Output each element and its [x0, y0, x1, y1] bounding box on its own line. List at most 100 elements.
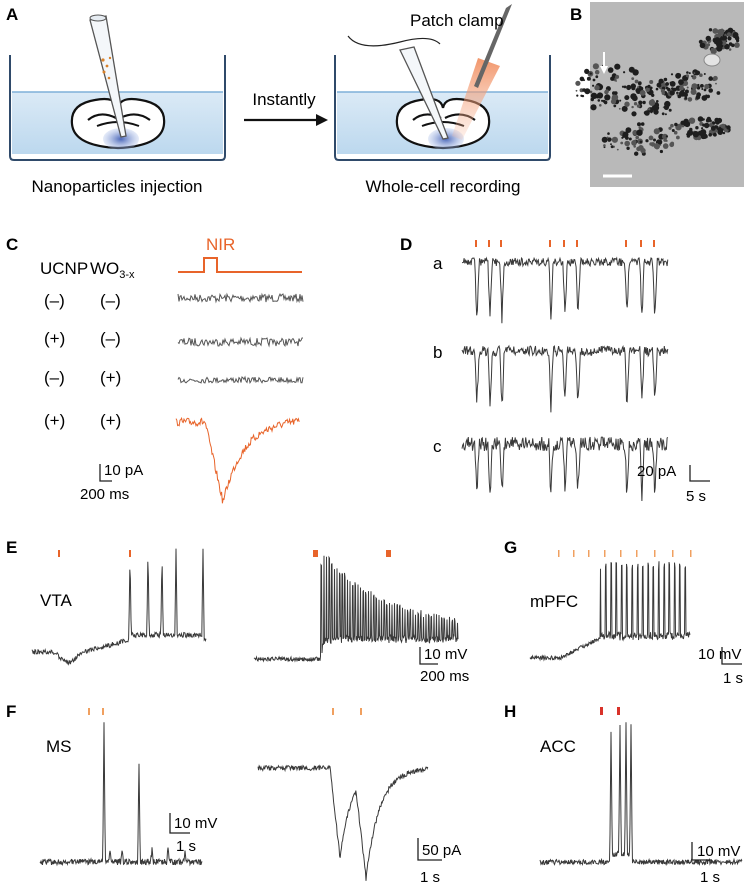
trace-c-1	[177, 292, 304, 304]
nanoparticle-dot	[727, 36, 732, 41]
trace-c-3	[177, 375, 304, 385]
nanoparticle-dot	[701, 95, 708, 101]
nanoparticle-dot	[634, 151, 639, 156]
stim-tick	[617, 707, 620, 715]
nanoparticle-dot	[700, 84, 704, 88]
trace-f-1	[39, 722, 203, 867]
panel-letter-d: D	[400, 235, 412, 254]
nanoparticle-dot	[648, 99, 656, 106]
nanoparticle-dot	[595, 75, 599, 79]
nanoparticle-dot	[610, 143, 612, 146]
nanoparticle-dot	[610, 99, 617, 105]
trace-d-c	[461, 436, 669, 502]
row3-ucnp: (–)	[44, 368, 65, 387]
nanoparticle-dot	[656, 100, 659, 103]
nanoparticle-dot	[649, 142, 653, 146]
nanoparticle-dot	[614, 91, 618, 95]
nanoparticle-dot	[590, 104, 597, 111]
nanoparticle-dot	[685, 74, 690, 78]
nanoparticle-dot	[645, 87, 650, 92]
panel-letter-h: H	[504, 702, 516, 721]
nanoparticle-dot	[706, 94, 710, 99]
patch-clamp-label: Patch clamp	[410, 11, 504, 30]
panel-b: B	[570, 2, 744, 187]
nanoparticle-dot	[691, 75, 697, 80]
nanoparticle-dot	[650, 111, 653, 114]
left-caption: Nanoparticles injection	[31, 177, 202, 196]
nanoparticle-dot	[619, 99, 622, 102]
stim-tick	[620, 550, 622, 557]
nanoparticle-dot	[625, 127, 632, 133]
scale-y-f1: 10 mV	[174, 815, 217, 832]
nanoparticle-dot	[603, 100, 608, 105]
nanoparticle-dot	[659, 149, 664, 154]
nanoparticle-dot	[592, 78, 596, 82]
nanoparticle-dot	[693, 72, 696, 74]
nanoparticle-dot	[690, 89, 697, 95]
nanoparticle-dot	[705, 45, 709, 48]
nanoparticle-dot	[718, 28, 725, 35]
nanoparticle-dot	[705, 118, 710, 123]
nanoparticle-dot	[586, 76, 591, 81]
trace-c-4	[175, 416, 300, 504]
nir-label: NIR	[206, 235, 235, 254]
nanoparticle-dot	[731, 43, 735, 48]
nanoparticle-dot	[713, 75, 718, 81]
nanoparticle-dot	[726, 125, 731, 130]
svg-text:WO3-x: WO3-x	[90, 259, 135, 281]
nanoparticle-dot	[722, 35, 728, 41]
nanoparticle-dot	[626, 146, 630, 150]
stim-tick	[102, 708, 104, 715]
row1-wo3: (–)	[100, 291, 121, 310]
nanoparticle-dot	[678, 90, 686, 97]
scale-bar-d	[689, 465, 710, 482]
stim-tick	[600, 707, 603, 715]
nanoparticle-dot	[618, 107, 621, 110]
row3-wo3: (+)	[100, 368, 121, 387]
panel-letter-e: E	[6, 538, 17, 557]
nanoparticle-dot	[717, 126, 724, 133]
stim-tick	[563, 240, 565, 247]
nanoparticle-dot	[672, 87, 677, 92]
nanoparticle-dot	[716, 45, 723, 52]
scale-x-f1: 1 s	[176, 838, 196, 855]
panel-h: H ACC 10 mV 1 s	[504, 702, 743, 886]
right-caption: Whole-cell recording	[366, 177, 521, 196]
stim-tick	[58, 550, 60, 557]
nanoparticle-dot	[604, 89, 609, 94]
nanoparticle-dot	[655, 87, 659, 91]
nanoparticle-dot	[656, 82, 662, 88]
nanoparticle-dot	[624, 95, 630, 101]
nanoparticle-dot	[607, 67, 614, 73]
nanoparticle-dot	[669, 142, 675, 148]
nanoparticle-dot	[575, 80, 581, 86]
nanoparticle-dot	[625, 143, 627, 146]
trace-e-2	[253, 555, 459, 663]
nanoparticle-dot	[615, 74, 620, 79]
nanoparticle-dot	[695, 95, 701, 100]
nanoparticle-dot	[681, 124, 685, 128]
row4-wo3: (+)	[100, 411, 121, 430]
nanoparticle-dot	[708, 28, 713, 32]
panel-g: G mPFC 10 mV 1 s	[504, 538, 743, 687]
stim-tick	[640, 240, 642, 247]
stim-tick	[654, 550, 656, 557]
nanoparticle-dot	[631, 95, 638, 102]
stim-tick	[604, 550, 606, 557]
scale-y-e: 10 mV	[424, 646, 467, 663]
panel-d: D a b c 20 pA 5 s	[400, 235, 710, 505]
panel-letter-b: B	[570, 5, 582, 24]
nanoparticle-dot	[668, 126, 672, 130]
nanoparticle-dot	[690, 119, 695, 123]
nanoparticle-dot	[649, 86, 653, 90]
wo3-subscript: 3-x	[119, 269, 135, 281]
nanoparticle-dot	[640, 122, 645, 126]
nanoparticle-dot	[728, 48, 732, 51]
stim-tick	[386, 550, 391, 557]
nanoparticle-dot	[647, 84, 651, 88]
stim-tick	[549, 240, 551, 247]
row4-ucnp: (+)	[44, 411, 65, 430]
scale-y-d: 20 pA	[637, 463, 676, 480]
nanoparticle-dot	[703, 73, 706, 75]
nanoparticle-dot	[582, 88, 586, 92]
